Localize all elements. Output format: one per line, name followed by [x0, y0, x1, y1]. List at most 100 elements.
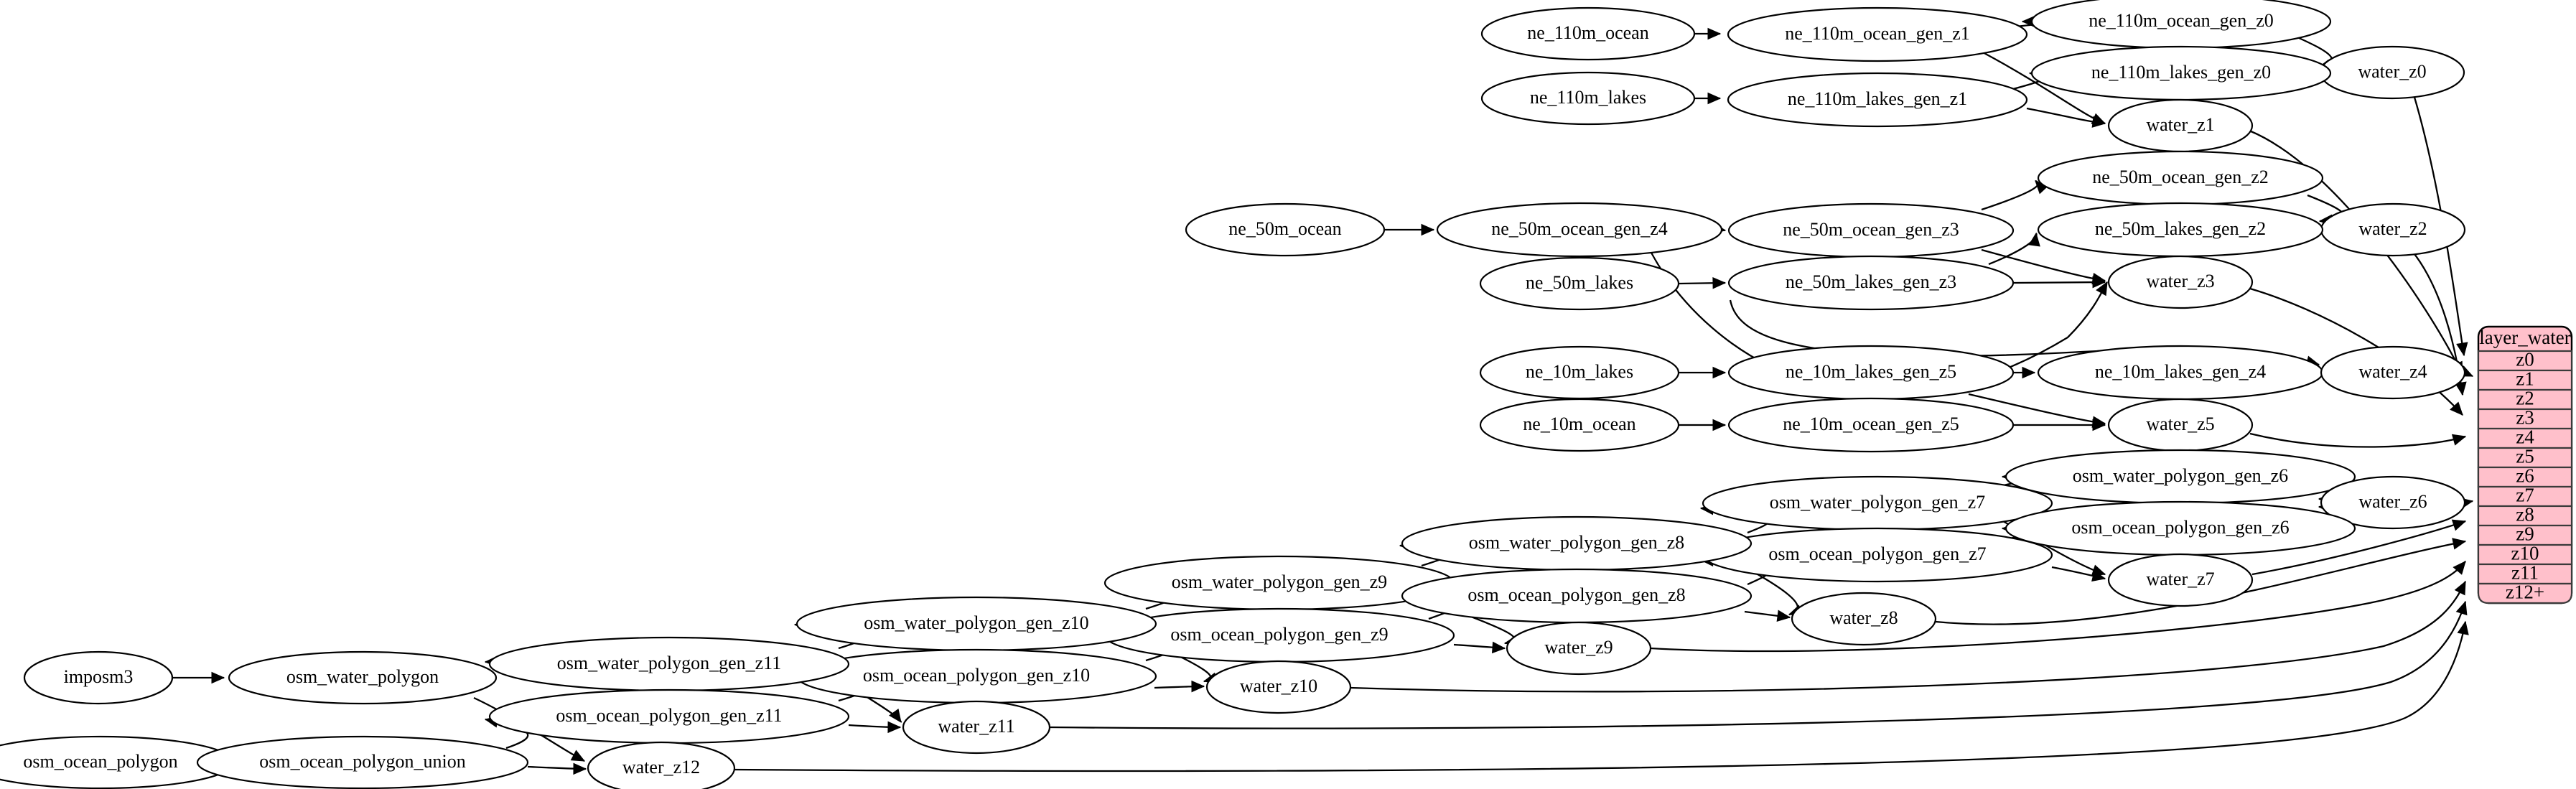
edge-water_z11-to-layer_water_z11 — [1049, 600, 2468, 729]
node-label: osm_water_polygon_gen_z7 — [1770, 492, 1985, 513]
node-water_z12[interactable]: water_z12 — [587, 741, 736, 789]
arrowhead-icon — [889, 708, 902, 724]
node-water_z0[interactable]: water_z0 — [2319, 45, 2465, 100]
node-ne_50m_lakes[interactable]: ne_50m_lakes — [1479, 256, 1680, 311]
node-osm_ocean_polygon_gen_z7[interactable]: osm_ocean_polygon_gen_z7 — [1702, 527, 2053, 583]
node-water_z5[interactable]: water_z5 — [2107, 398, 2254, 452]
table-row-z8[interactable]: z8 — [2477, 504, 2573, 527]
node-shape — [1479, 398, 1680, 452]
node-osm_ocean_polygon[interactable]: osm_ocean_polygon — [0, 735, 235, 789]
table-row-z6[interactable]: z6 — [2477, 465, 2573, 488]
arrowhead-icon — [1491, 641, 1506, 654]
node-water_z2[interactable]: water_z2 — [2320, 202, 2466, 257]
node-water_z10[interactable]: water_z10 — [1205, 660, 1352, 714]
node-ne_110m_lakes_gen_z1[interactable]: ne_110m_lakes_gen_z1 — [1727, 72, 2028, 128]
table-row-shape — [2477, 505, 2573, 527]
table-row-z0[interactable]: z0 — [2477, 349, 2573, 372]
node-osm_water_polygon_gen_z10[interactable]: osm_water_polygon_gen_z10 — [795, 596, 1157, 652]
table-row-z3[interactable]: z3 — [2477, 407, 2573, 430]
node-shape — [1727, 397, 2015, 453]
table-row-z4[interactable]: z4 — [2477, 426, 2573, 449]
arrowhead-icon — [1707, 92, 1722, 105]
node-osm_water_polygon_gen_z11[interactable]: osm_water_polygon_gen_z11 — [488, 636, 850, 692]
edge-water_z12-to-layer_water_z12 — [734, 620, 2469, 772]
edge-osm_ocean_polygon_gen_z7-to-water_z7 — [2051, 566, 2106, 582]
node-water_z4[interactable]: water_z4 — [2320, 345, 2466, 400]
node-osm_ocean_polygon_gen_z6[interactable]: osm_ocean_polygon_gen_z6 — [2005, 500, 2356, 556]
node-ne_110m_ocean_gen_z0[interactable]: ne_110m_ocean_gen_z0 — [2030, 0, 2332, 50]
edge-osm_ocean_polygon_gen_z8-to-water_z8 — [1744, 610, 1791, 622]
node-ne_50m_ocean_gen_z3[interactable]: ne_50m_ocean_gen_z3 — [1727, 202, 2015, 258]
node-water_z1[interactable]: water_z1 — [2107, 98, 2254, 153]
node-osm_ocean_polygon_gen_z10[interactable]: osm_ocean_polygon_gen_z10 — [795, 648, 1157, 704]
node-ne_110m_lakes_gen_z0[interactable]: ne_110m_lakes_gen_z0 — [2030, 45, 2332, 101]
edge-water_z9-to-layer_water_z9 — [1650, 561, 2466, 653]
edge-ne_50m_ocean-to-ne_50m_ocean_gen_z4 — [1384, 223, 1435, 236]
node-osm_ocean_polygon_gen_z8[interactable]: osm_ocean_polygon_gen_z8 — [1401, 568, 1753, 624]
node-water_z3[interactable]: water_z3 — [2107, 255, 2254, 309]
edge-osm_ocean_polygon_gen_z9-to-water_z9 — [1453, 641, 1506, 654]
table-row-z7[interactable]: z7 — [2477, 485, 2573, 508]
node-water_z6[interactable]: water_z6 — [2320, 475, 2466, 530]
node-shape — [23, 650, 174, 705]
edge-osm_ocean_polygon_gen_z11-to-water_z11 — [848, 721, 902, 734]
node-water_z9[interactable]: water_z9 — [1506, 621, 1652, 676]
arrowhead-icon — [2091, 116, 2106, 128]
arrowhead-icon — [2456, 342, 2468, 357]
arrowhead-icon — [2092, 419, 2106, 431]
node-water_z7[interactable]: water_z7 — [2107, 553, 2254, 607]
edge-water_z5-to-layer_water_z5 — [2249, 432, 2467, 448]
node-osm_water_polygon_gen_z7[interactable]: osm_water_polygon_gen_z7 — [1702, 475, 2053, 531]
edge-ne_10m_ocean_gen_z5-to-water_z5 — [2013, 419, 2106, 431]
node-ne_110m_lakes[interactable]: ne_110m_lakes — [1480, 71, 1696, 126]
table-row-label: z6 — [2516, 465, 2534, 487]
table-row-z11[interactable]: z11 — [2477, 562, 2573, 585]
table-row-z1[interactable]: z1 — [2477, 368, 2573, 391]
node-label: osm_water_polygon_gen_z11 — [557, 653, 781, 673]
node-ne_50m_ocean[interactable]: ne_50m_ocean — [1185, 202, 1386, 257]
node-shape — [1479, 256, 1680, 311]
node-ne_50m_lakes_gen_z2[interactable]: ne_50m_lakes_gen_z2 — [2037, 202, 2324, 258]
node-ne_110m_ocean[interactable]: ne_110m_ocean — [1480, 6, 1696, 61]
edge-water_z7-to-layer_water_z7 — [2251, 519, 2467, 576]
node-shape — [902, 700, 1051, 755]
node-osm_ocean_polygon_union[interactable]: osm_ocean_polygon_union — [196, 735, 529, 789]
node-osm_water_polygon_gen_z6[interactable]: osm_water_polygon_gen_z6 — [2005, 449, 2356, 505]
table-row-z10[interactable]: z10 — [2477, 543, 2573, 566]
node-osm_ocean_polygon_gen_z11[interactable]: osm_ocean_polygon_gen_z11 — [488, 688, 850, 744]
node-ne_10m_ocean_gen_z5[interactable]: ne_10m_ocean_gen_z5 — [1727, 397, 2015, 453]
node-ne_50m_ocean_gen_z2[interactable]: ne_50m_ocean_gen_z2 — [2037, 150, 2324, 206]
table-row-z9[interactable]: z9 — [2477, 523, 2573, 546]
node-label: water_z0 — [2358, 61, 2426, 82]
node-imposm3[interactable]: imposm3 — [23, 650, 174, 705]
node-ne_10m_ocean[interactable]: ne_10m_ocean — [1479, 398, 1680, 452]
node-ne_10m_lakes[interactable]: ne_10m_lakes — [1479, 345, 1680, 400]
node-label: osm_water_polygon — [286, 666, 439, 687]
table-row-z12+[interactable]: z12+ — [2477, 582, 2573, 604]
node-label: osm_ocean_polygon_gen_z9 — [1170, 624, 1388, 645]
node-shape — [1727, 255, 2015, 311]
arrowhead-icon — [1421, 223, 1435, 236]
node-ne_10m_lakes_gen_z5[interactable]: ne_10m_lakes_gen_z5 — [1727, 345, 2015, 401]
node-ne_10m_lakes_gen_z4[interactable]: ne_10m_lakes_gen_z4 — [2037, 345, 2324, 401]
node-osm_water_polygon_gen_z9[interactable]: osm_water_polygon_gen_z9 — [1103, 555, 1455, 611]
node-water_z8[interactable]: water_z8 — [1791, 592, 1937, 646]
node-label: water_z1 — [2146, 114, 2214, 135]
node-ne_50m_lakes_gen_z3[interactable]: ne_50m_lakes_gen_z3 — [1727, 255, 2015, 311]
node-label: osm_ocean_polygon_gen_z8 — [1467, 584, 1685, 605]
node-ne_110m_ocean_gen_z1[interactable]: ne_110m_ocean_gen_z1 — [1727, 6, 2028, 62]
node-ne_50m_ocean_gen_z4[interactable]: ne_50m_ocean_gen_z4 — [1436, 202, 1723, 258]
table-row-z2[interactable]: z2 — [2477, 388, 2573, 411]
node-osm_ocean_polygon_gen_z9[interactable]: osm_ocean_polygon_gen_z9 — [1103, 607, 1455, 663]
arrowhead-icon — [1712, 419, 1727, 431]
node-water_z11[interactable]: water_z11 — [902, 700, 1051, 755]
node-label: osm_water_polygon_gen_z10 — [864, 612, 1088, 633]
node-osm_water_polygon[interactable]: osm_water_polygon — [228, 650, 498, 705]
node-osm_water_polygon_gen_z8[interactable]: osm_water_polygon_gen_z8 — [1401, 515, 1753, 571]
node-label: ne_10m_lakes_gen_z5 — [1786, 361, 1956, 382]
node-label: ne_110m_ocean_gen_z0 — [2089, 10, 2274, 31]
table-row-z5[interactable]: z5 — [2477, 446, 2573, 469]
